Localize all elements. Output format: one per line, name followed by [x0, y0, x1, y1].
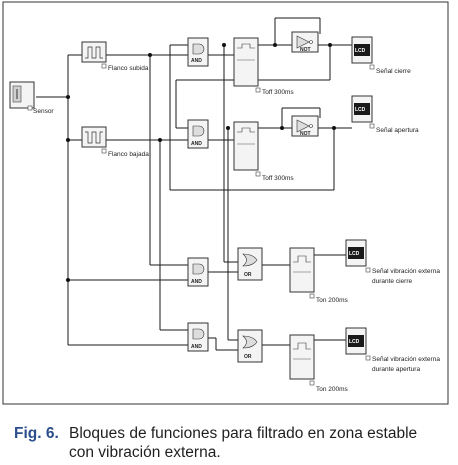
lcd-3-label: LCD: [349, 251, 360, 257]
ton-timer-2: Ton 200ms: [289, 334, 349, 393]
lcd-senal-apertura: LCD Señal apertura: [351, 95, 419, 134]
diagram-frame: [2, 1, 449, 405]
or-gate-2: OR: [237, 329, 263, 363]
not-gate-2-label: NOT: [300, 131, 311, 137]
and-gate-4: AND: [187, 322, 209, 352]
lcd-vibracion-cierre: LCD Señal vibración externa durante cier…: [345, 239, 440, 285]
toff-timer-1: Toff 300ms: [233, 37, 294, 96]
not-gate-1-label: NOT: [300, 47, 311, 53]
flanco-subida-label: Flanco subida: [108, 65, 149, 72]
diagram-svg: Sensor Flanco subida Flanco bajada AND A…: [2, 1, 449, 405]
junction-dots: [66, 43, 336, 282]
and-gate-2: AND: [187, 119, 209, 149]
toff-2-label: Toff 300ms: [262, 175, 294, 182]
or-gate-1: OR: [237, 247, 263, 281]
output-vib-apertura-line1: Señal vibración externa: [372, 356, 440, 363]
flanco-bajada-label: Flanco bajada: [108, 151, 149, 158]
sensor-label: Sensor: [33, 108, 54, 115]
lcd-senal-cierre: LCD Señal cierre: [351, 36, 411, 75]
output-senal-apertura: Señal apertura: [376, 127, 419, 134]
and-gate-1: AND: [187, 37, 209, 67]
and-gate-3: AND: [187, 257, 209, 287]
and-gate-2-label: AND: [191, 141, 202, 147]
lcd-vibracion-apertura: LCD Señal vibración externa durante aper…: [345, 327, 440, 373]
sensor-block: Sensor: [9, 81, 54, 115]
flanco-bajada-block: Flanco bajada: [81, 126, 149, 158]
or-gate-1-label: OR: [244, 272, 252, 278]
ton-2-label: Ton 200ms: [316, 386, 349, 393]
lcd-2-label: LCD: [355, 107, 366, 113]
toff-1-label: Toff 300ms: [262, 89, 294, 96]
output-senal-cierre: Señal cierre: [376, 68, 411, 75]
and-gate-3-label: AND: [191, 279, 202, 285]
and-gate-4-label: AND: [191, 344, 202, 350]
lcd-1-label: LCD: [355, 48, 366, 54]
ton-1-label: Ton 200ms: [316, 297, 349, 304]
ton-timer-1: Ton 200ms: [289, 247, 349, 304]
caption-text: Bloques de funciones para filtrado en zo…: [69, 425, 418, 461]
not-gate-1: NOT: [291, 31, 319, 53]
wires: [36, 17, 352, 351]
function-block-diagram: Sensor Flanco subida Flanco bajada AND A…: [2, 1, 449, 405]
caption-label: Fig. 6.: [14, 425, 59, 442]
toff-timer-2: Toff 300ms: [233, 121, 294, 182]
lcd-4-label: LCD: [349, 339, 360, 345]
or-gate-2-label: OR: [244, 354, 252, 360]
flanco-subida-block: Flanco subida: [81, 41, 149, 72]
and-gate-1-label: AND: [191, 58, 202, 64]
output-vib-cierre-line2: durante cierre: [372, 278, 412, 285]
not-gate-2: NOT: [291, 115, 319, 137]
output-vib-apertura-line2: durante apertura: [372, 366, 420, 373]
output-vib-cierre-line1: Señal vibración externa: [372, 268, 440, 275]
